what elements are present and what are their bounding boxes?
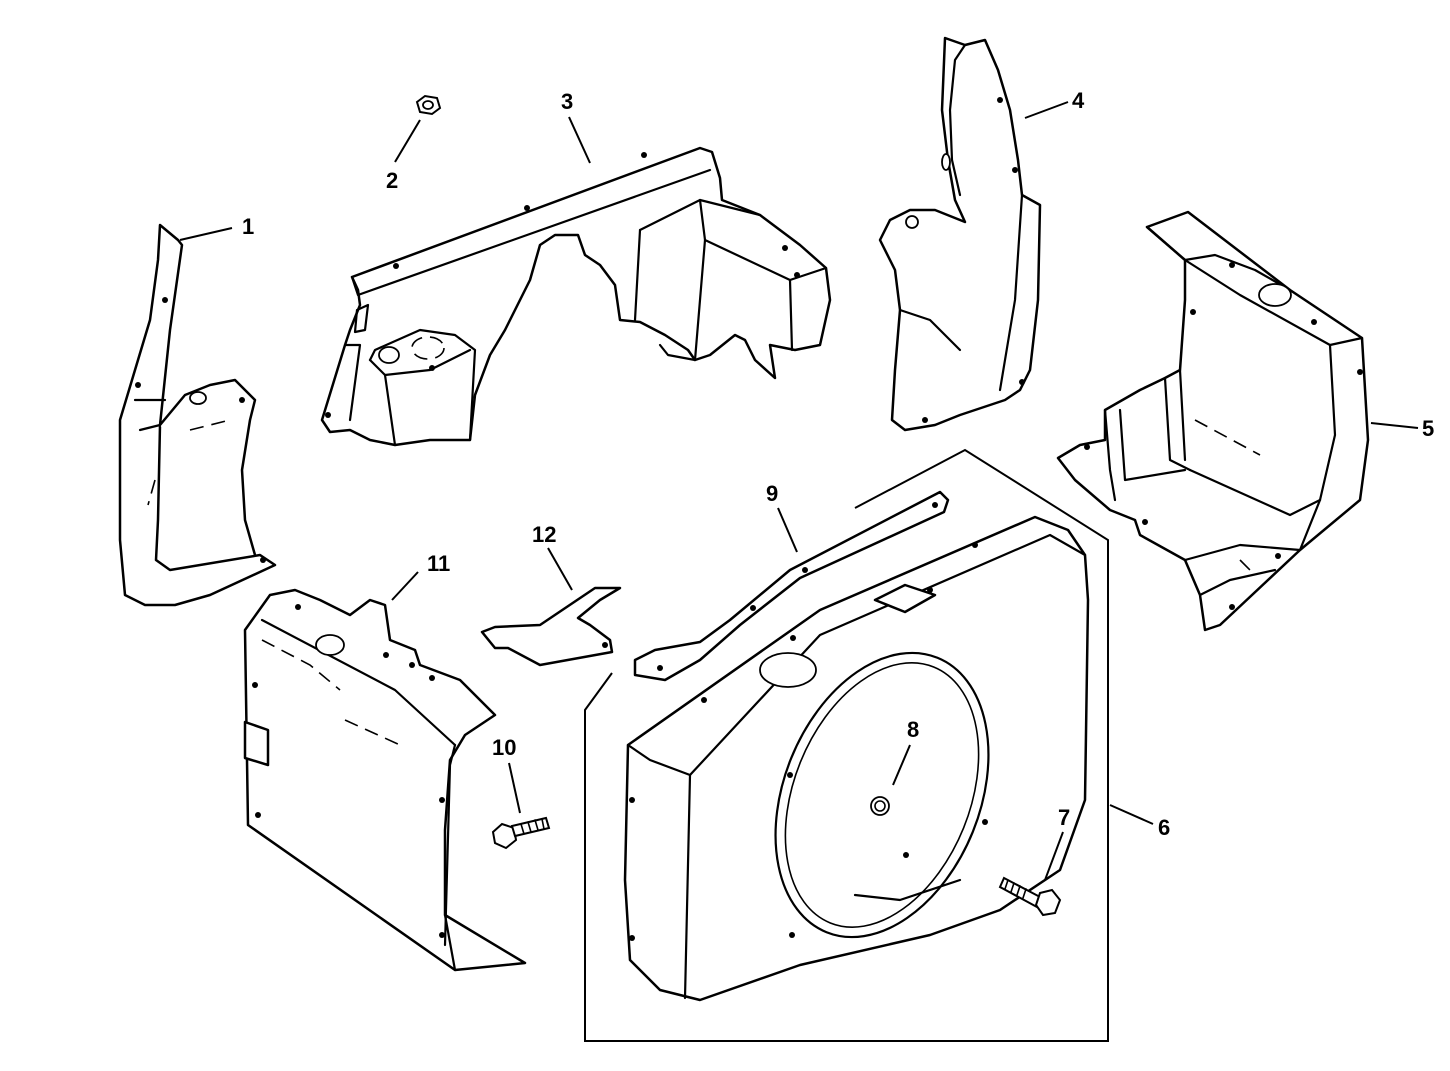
callout-9: 9 (766, 481, 778, 506)
callout-1: 1 (242, 214, 254, 239)
part-6-fan-housing (623, 515, 1090, 1002)
callout-10: 10 (492, 735, 516, 760)
callout-8: 8 (907, 717, 919, 742)
callout-4: 4 (1072, 88, 1085, 113)
callout-3: 3 (561, 89, 573, 114)
callout-5: 5 (1422, 416, 1434, 441)
part-4-right-side-panel (878, 36, 1042, 432)
callout-2: 2 (386, 168, 398, 193)
leader-5 (1370, 422, 1419, 429)
part-12-bracket-plate (480, 586, 622, 667)
leader-4 (1024, 101, 1069, 119)
leader-7 (1044, 831, 1064, 881)
leader-3 (568, 116, 591, 164)
part-6-assembly-bracket (584, 448, 1109, 1042)
part-10-bolt (491, 816, 551, 850)
part-9-strip (633, 490, 950, 682)
callout-6: 6 (1158, 815, 1170, 840)
callout-labels: 1 2 3 4 5 6 7 8 9 10 11 12 (242, 88, 1434, 840)
callout-11: 11 (427, 551, 450, 576)
callout-12: 12 (532, 522, 556, 547)
part-5-right-lower-shroud (1056, 210, 1370, 632)
leader-9 (777, 507, 798, 553)
part-3-rear-baffle (320, 146, 832, 447)
leader-2 (394, 119, 421, 163)
part-2-nut (415, 94, 442, 116)
part-7-bolt (998, 876, 1062, 917)
leader-lines (179, 101, 1419, 881)
callout-7: 7 (1058, 805, 1070, 830)
leader-11 (391, 571, 419, 601)
leader-1 (179, 227, 233, 241)
leader-10 (508, 762, 521, 814)
leader-6 (1109, 804, 1154, 825)
leader-8 (892, 744, 911, 786)
part-11-left-lower-shroud (243, 588, 527, 972)
part-1-left-side-shroud (118, 223, 277, 607)
leader-12 (547, 547, 573, 591)
